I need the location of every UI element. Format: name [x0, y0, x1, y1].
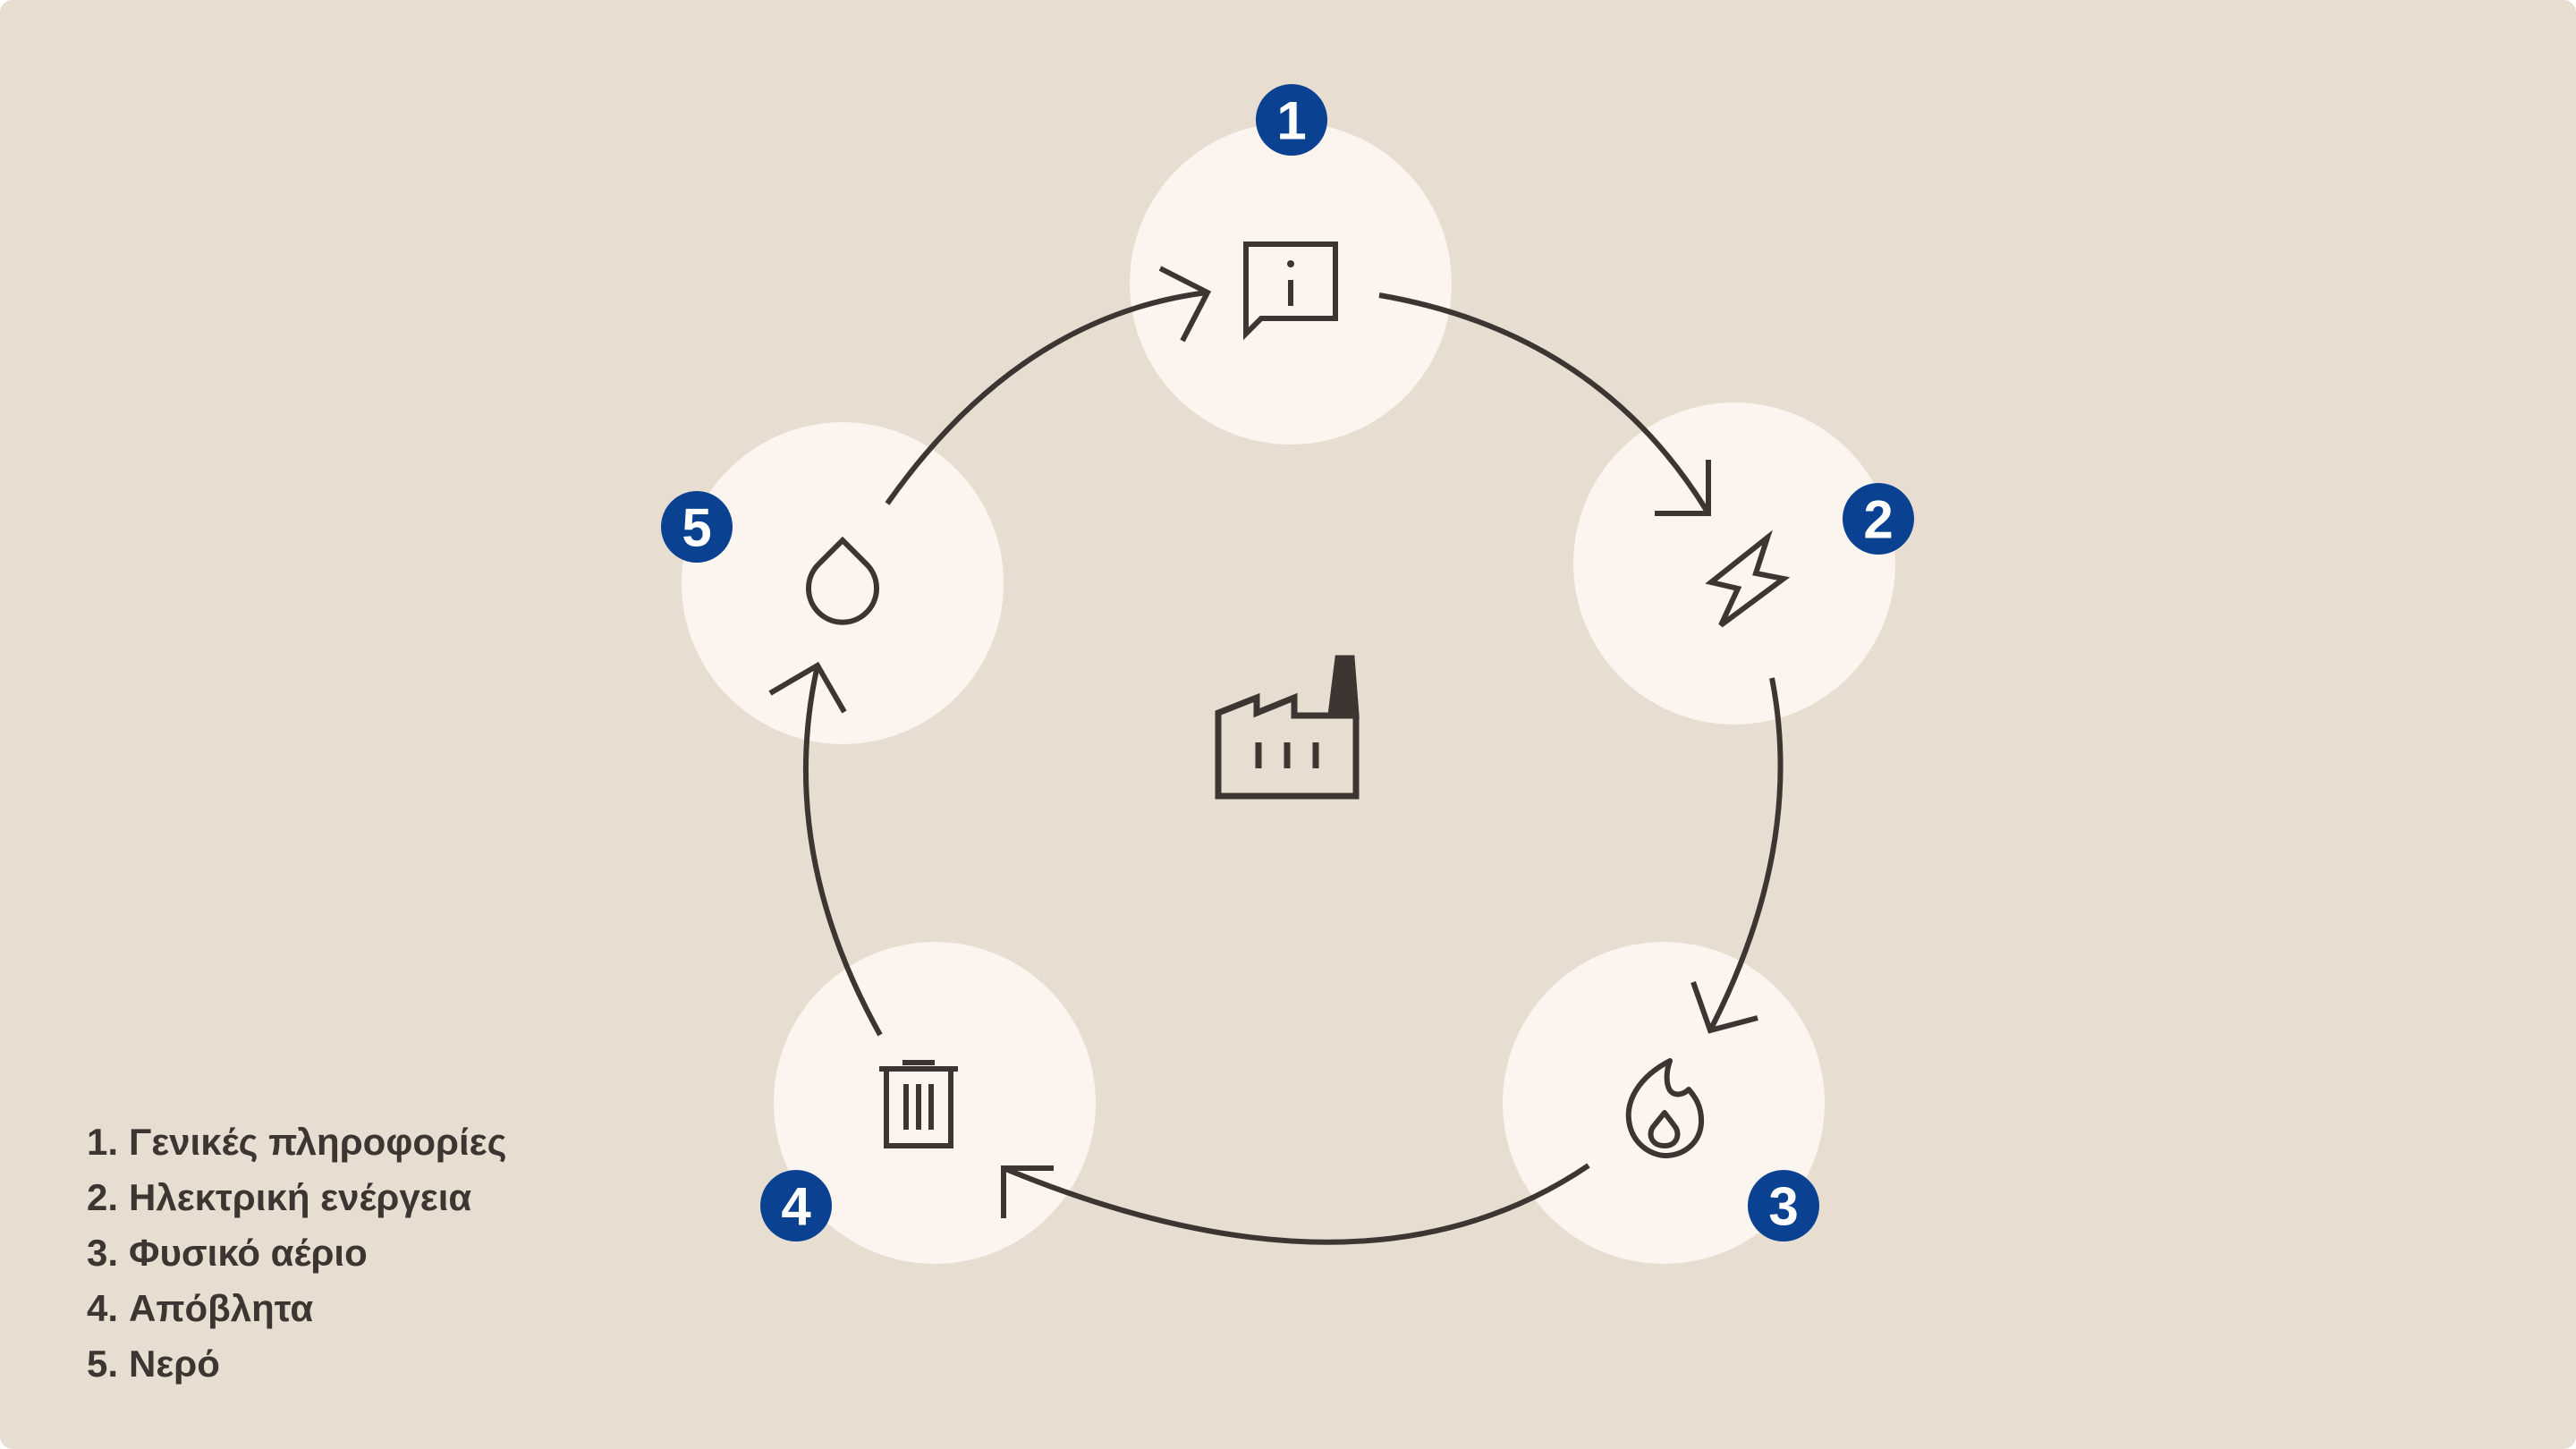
legend-label: Φυσικό αέριο: [129, 1232, 368, 1274]
arrow-1-to-2: [1378, 292, 1711, 516]
legend-number: 5.: [86, 1343, 118, 1385]
legend-label: Γενικές πληροφορίες: [129, 1121, 507, 1163]
cycle-arrows: [768, 266, 1784, 1245]
legend-list: 1. Γενικές πληροφορίες 2. Ηλεκτρική ενέργε…: [70, 1114, 507, 1392]
badge-1: 1: [1256, 84, 1327, 156]
water-drop-icon: [806, 536, 879, 625]
badge-5: 5: [661, 491, 733, 563]
badge-2-number: 2: [1863, 490, 1893, 550]
node-4-circle: [774, 942, 1096, 1264]
badge-1-number: 1: [1276, 91, 1306, 151]
badge-4-number: 4: [781, 1177, 811, 1237]
lightning-bolt-icon: [1705, 530, 1791, 628]
trash-bin-icon: [879, 1060, 958, 1148]
legend-number: 1.: [86, 1121, 118, 1163]
flame-icon: [1625, 1058, 1705, 1158]
arrow-5-to-1: [885, 266, 1212, 505]
legend-item: 4. Απόβλητα: [70, 1281, 506, 1336]
legend-label: Νερό: [129, 1343, 220, 1385]
legend-label: Ηλεκτρική ενέργεια: [129, 1176, 472, 1218]
badge-3: 3: [1748, 1170, 1819, 1241]
legend-item: 5. Νερό: [70, 1336, 506, 1392]
legend-item: 3. Φυσικό αέριο: [70, 1225, 506, 1281]
legend-number: 2.: [86, 1176, 118, 1218]
arrow-3-to-4: [1001, 1163, 1590, 1245]
info-message-icon: [1243, 242, 1338, 341]
badge-4: 4: [760, 1170, 832, 1241]
legend-item: 2. Ηλεκτρική ενέργεια: [70, 1170, 506, 1225]
legend-label: Απόβλητα: [129, 1287, 314, 1329]
arrow-4-to-5: [768, 661, 883, 1037]
factory-icon: [1215, 655, 1360, 800]
legend-number: 3.: [86, 1232, 118, 1274]
node-5-circle: [682, 422, 1004, 744]
arrow-2-to-3: [1690, 677, 1784, 1034]
legend-item: 1. Γενικές πληροφορίες: [70, 1114, 507, 1170]
badge-3-number: 3: [1768, 1177, 1798, 1237]
badge-5-number: 5: [682, 498, 711, 558]
badge-2: 2: [1843, 483, 1914, 555]
legend-number: 4.: [86, 1287, 118, 1329]
